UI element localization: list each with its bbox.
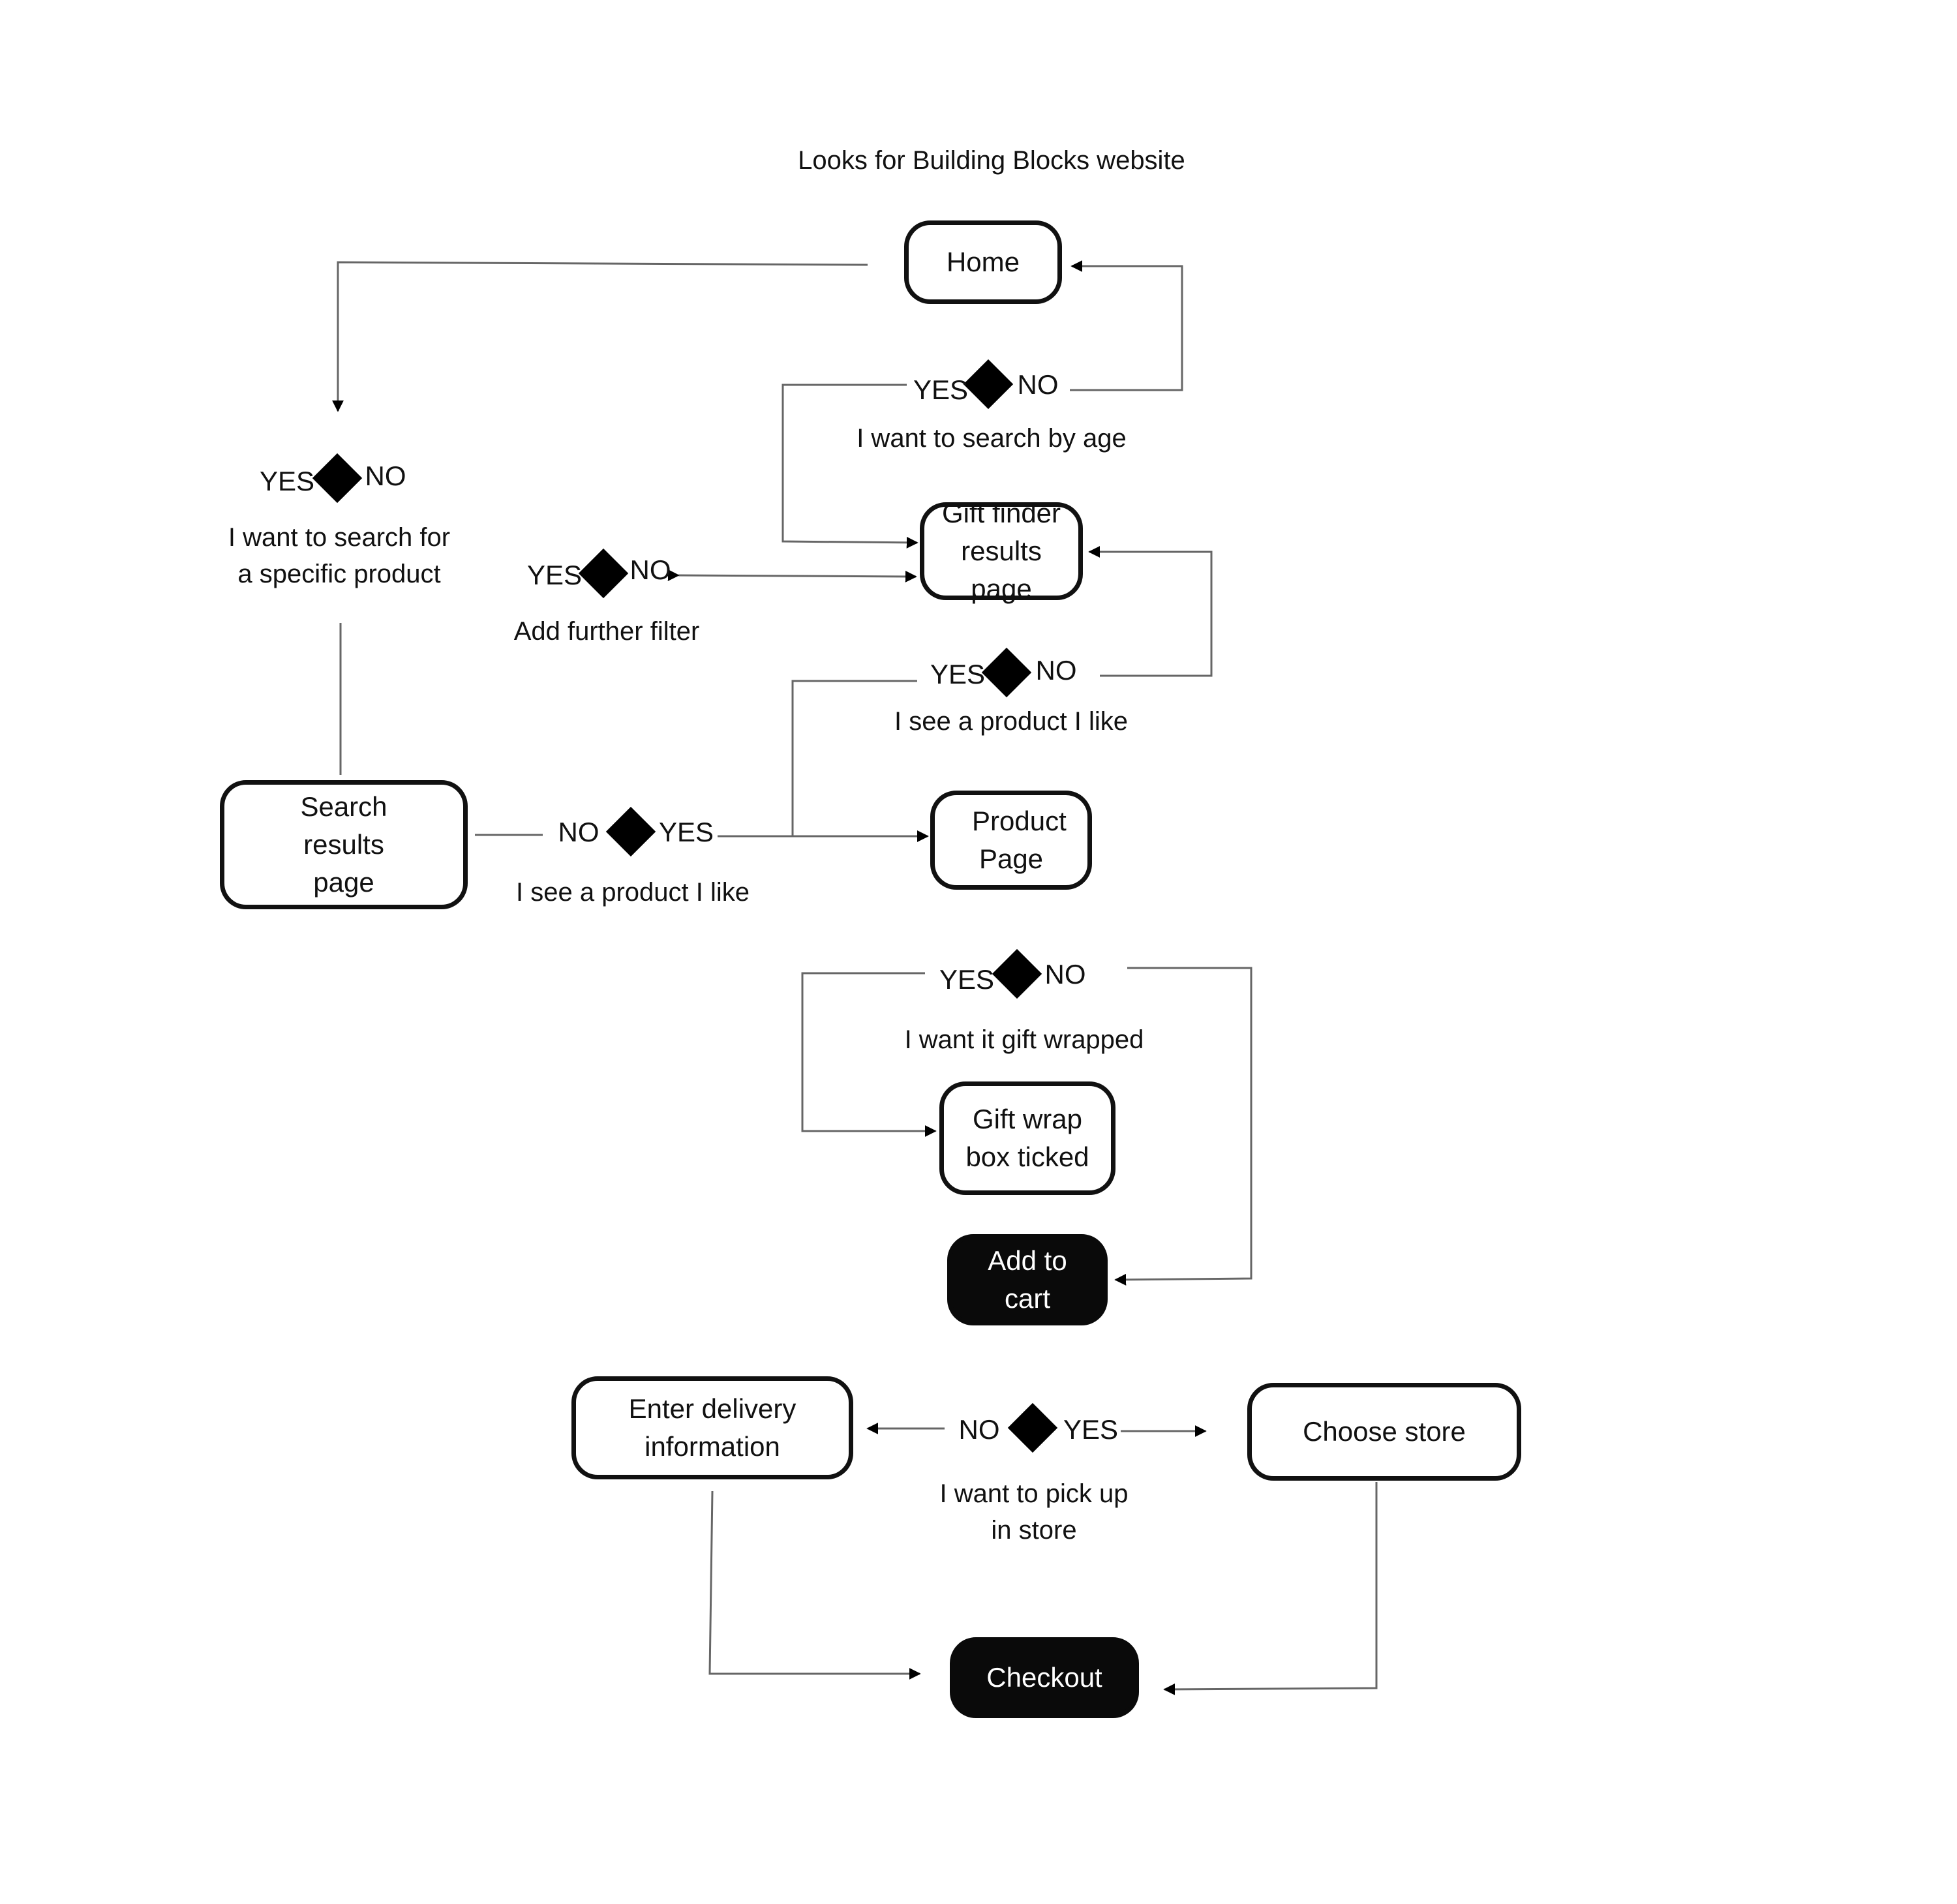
decision-diamond-see-product-search bbox=[605, 806, 656, 857]
node-gift-wrap-box: Gift wrap box ticked bbox=[939, 1081, 1115, 1195]
pickup-question: I want to pick up in store bbox=[939, 1479, 1129, 1545]
node-enter-delivery: Enter delivery information bbox=[571, 1376, 853, 1479]
see-product-gift-question: I see a product I like bbox=[894, 707, 1128, 736]
decision-diamond-pickup bbox=[1007, 1402, 1058, 1453]
age-yes-label: YES bbox=[913, 374, 969, 405]
node-product-page: Product Page bbox=[930, 791, 1092, 890]
wrap-yes-label: YES bbox=[939, 964, 995, 995]
node-home: Home bbox=[904, 220, 1062, 304]
edge-home-to-search-decision bbox=[332, 261, 868, 412]
specific-no-label: NO bbox=[365, 461, 406, 491]
edge-delivery-to-checkout bbox=[708, 1490, 921, 1680]
edge-filter-to-giftfinder bbox=[667, 569, 917, 582]
pickup-no-label: NO bbox=[958, 1414, 1000, 1445]
filter-question: Add further filter bbox=[513, 617, 700, 646]
node-gift-finder: Gift finder results page bbox=[920, 498, 1083, 604]
decision-diamond-specific bbox=[312, 453, 363, 504]
see-product-gift-no-label: NO bbox=[1035, 655, 1077, 686]
age-question: I want to search by age bbox=[857, 424, 1127, 453]
node-checkout: Checkout bbox=[950, 1637, 1139, 1718]
edge-store-to-checkout bbox=[1163, 1482, 1378, 1695]
edge-age-yes-to-giftfinder bbox=[781, 384, 918, 549]
wrap-question: I want it gift wrapped bbox=[904, 1025, 1144, 1054]
wrap-no-label: NO bbox=[1044, 959, 1086, 990]
decision-diamond-wrap bbox=[992, 948, 1042, 999]
see-product-search-question: I see a product I like bbox=[516, 878, 750, 907]
edge-age-no-to-home bbox=[1070, 260, 1183, 391]
pickup-yes-label: YES bbox=[1063, 1414, 1119, 1445]
see-product-search-no-label: NO bbox=[558, 817, 599, 847]
node-search-results: Search results page bbox=[220, 780, 468, 909]
edge-wrap-no-to-addcart bbox=[1114, 967, 1252, 1286]
see-product-search-yes-label: YES bbox=[659, 817, 714, 847]
age-no-label: NO bbox=[1017, 369, 1059, 400]
edge-see-product-no-to-giftfinder bbox=[1088, 546, 1213, 677]
specific-question: I want to search for a specific product bbox=[228, 523, 451, 588]
decision-diamond-see-product-gift bbox=[981, 647, 1032, 698]
diagram-title: Looks for Building Blocks website bbox=[798, 146, 1185, 175]
edge-wrap-yes-to-wrapbox bbox=[801, 972, 937, 1137]
filter-no-label: NO bbox=[630, 554, 671, 585]
node-add-to-cart: Add to cart bbox=[947, 1234, 1108, 1325]
specific-yes-label: YES bbox=[260, 466, 315, 496]
node-choose-store: Choose store bbox=[1247, 1383, 1521, 1481]
filter-yes-label: YES bbox=[527, 560, 583, 590]
decision-diamond-age bbox=[963, 359, 1014, 410]
see-product-gift-yes-label: YES bbox=[930, 659, 986, 689]
decision-diamond-filter bbox=[578, 548, 629, 599]
